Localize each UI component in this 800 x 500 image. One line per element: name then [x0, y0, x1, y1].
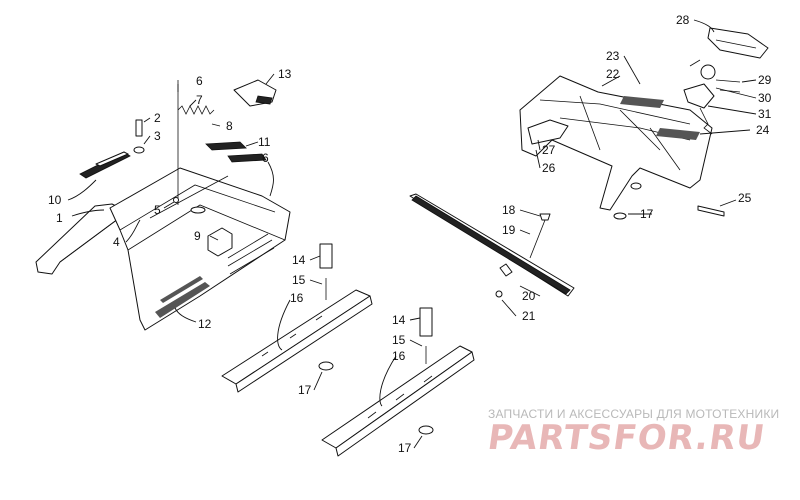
watermark-logo: PARTSFOR.RU — [485, 418, 768, 458]
callout-11: 11 — [258, 135, 271, 149]
part-4-deck-frame — [109, 167, 291, 331]
callout-18: 18 — [502, 203, 516, 217]
part-7-spring — [177, 105, 215, 115]
callout-6-a: 6 — [196, 74, 203, 88]
part-23-decal — [620, 96, 664, 108]
part-9-latch — [207, 227, 233, 257]
callout-6-b: 6 — [262, 151, 269, 165]
callout-28: 28 — [676, 13, 690, 27]
callout-21: 21 — [522, 309, 536, 323]
callout-14-b: 14 — [392, 313, 406, 327]
callout-4: 4 — [113, 235, 120, 249]
callout-17-b: 17 — [398, 441, 412, 455]
part-1-tunnel-panel — [35, 203, 123, 275]
callout-5: 5 — [154, 203, 161, 217]
part-11-right-grip — [205, 141, 247, 151]
part-24-decal — [656, 128, 700, 140]
callout-14-a: 14 — [292, 253, 306, 267]
callout-2: 2 — [154, 111, 161, 125]
part-29-bolts — [715, 79, 741, 93]
leader-lines — [67, 19, 757, 449]
part-28-handle — [707, 27, 769, 59]
callout-labels: 1 2 3 4 5 6 6 7 8 9 10 11 12 13 14 14 15… — [48, 13, 772, 455]
callout-19: 19 — [502, 223, 516, 237]
part-26-27-bracket — [527, 119, 569, 145]
rear-tunnel-assembly — [35, 79, 291, 331]
part-12-side-panel — [155, 282, 210, 318]
callout-22: 22 — [606, 67, 620, 81]
part-30-hitch-ring — [700, 64, 716, 80]
callout-25: 25 — [738, 191, 752, 205]
callout-8: 8 — [226, 119, 233, 133]
callout-1: 1 — [56, 211, 63, 225]
slide-rail-right — [321, 307, 475, 457]
watermark-tagline: ЗАПЧАСТИ И АКСЕССУАРЫ ДЛЯ МОТОТЕХНИКИ — [488, 407, 780, 421]
slide-rail-left — [221, 243, 373, 393]
callout-30: 30 — [758, 91, 772, 105]
callout-15-b: 15 — [392, 333, 406, 347]
callout-16-a: 16 — [290, 291, 304, 305]
callout-15-a: 15 — [292, 273, 306, 287]
callout-9: 9 — [194, 229, 201, 243]
callout-17-a: 17 — [298, 383, 312, 397]
rear-bumper-assembly — [519, 27, 769, 220]
part-25-bolt — [697, 205, 725, 217]
callout-23: 23 — [606, 49, 620, 63]
part-20-flap — [409, 193, 575, 298]
part-31-hitch-bracket — [683, 83, 715, 109]
callout-16-b: 16 — [392, 349, 406, 363]
callout-20: 20 — [522, 289, 536, 303]
callout-10: 10 — [48, 193, 62, 207]
part-2-bolt — [135, 119, 143, 137]
callout-17-c: 17 — [640, 207, 654, 221]
callout-31: 31 — [758, 107, 772, 121]
callout-3: 3 — [154, 129, 161, 143]
callout-27: 27 — [542, 143, 556, 157]
callout-7: 7 — [196, 93, 203, 107]
callout-24: 24 — [756, 123, 770, 137]
callout-12: 12 — [198, 317, 212, 331]
callout-29: 29 — [758, 73, 772, 87]
part-18-bolt — [539, 213, 551, 221]
callout-26: 26 — [542, 161, 556, 175]
callout-13: 13 — [278, 67, 292, 81]
